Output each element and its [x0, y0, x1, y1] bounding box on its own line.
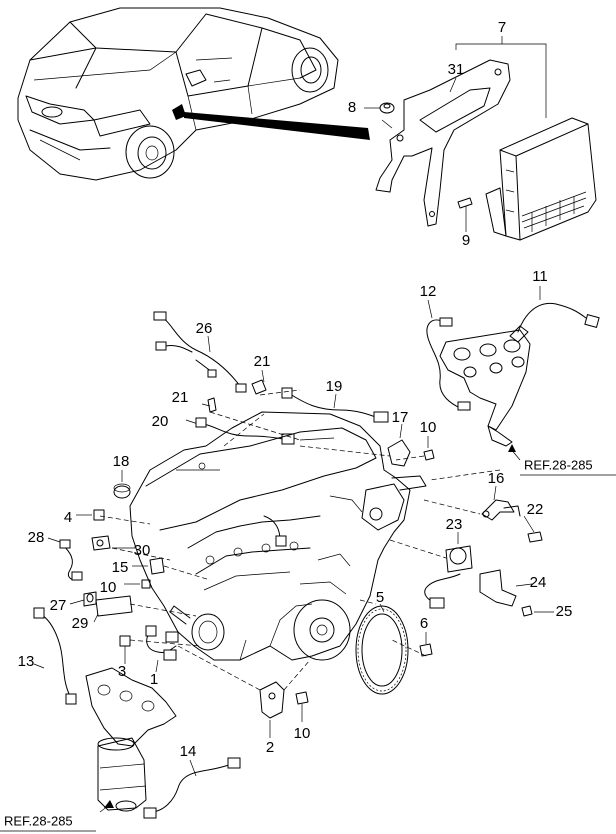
callout-c6: 6	[420, 615, 428, 632]
callout-c12: 12	[420, 283, 437, 300]
callout-c2: 2	[266, 739, 274, 756]
bolt-6	[419, 632, 433, 657]
callout-c1: 1	[150, 671, 158, 688]
callout-c22: 22	[527, 501, 544, 518]
callout-c10c: 10	[294, 725, 311, 742]
callout-c27: 27	[50, 597, 67, 614]
callout-c15: 15	[112, 559, 129, 576]
callout-c8: 8	[348, 99, 356, 116]
callout-c24: 24	[530, 574, 547, 591]
callout-c14: 14	[180, 743, 197, 760]
callout-c18: 18	[113, 453, 130, 470]
left-sensor-group	[47, 509, 165, 623]
lower-exhaust-group	[33, 607, 241, 819]
ecu-assembly	[364, 36, 597, 241]
callout-c10b: 10	[100, 579, 117, 596]
callout-c17: 17	[392, 409, 409, 426]
callout-c9: 9	[462, 232, 470, 249]
callout-c16: 16	[488, 470, 505, 487]
flexplate	[355, 603, 409, 695]
front-sensor-group	[119, 625, 309, 738]
callout-c5: 5	[376, 589, 384, 606]
callout-c20: 20	[152, 413, 169, 430]
engine-block	[129, 411, 427, 661]
callout-c4: 4	[64, 509, 72, 526]
callout-c11: 11	[532, 268, 548, 285]
callout-c29: 29	[72, 615, 89, 632]
callout-c31: 31	[448, 61, 465, 78]
vehicle-illustration	[17, 7, 370, 181]
callout-c28: 28	[28, 529, 45, 546]
callout-c21a: 21	[254, 353, 271, 370]
callout-c3: 3	[118, 663, 126, 680]
callout-c13: 13	[18, 653, 35, 670]
callout-c26: 26	[196, 320, 213, 337]
cap-18	[113, 470, 131, 499]
reference-ref1: REF.28-285	[524, 457, 593, 472]
callout-c19: 19	[326, 378, 343, 395]
right-sensor-group	[424, 485, 554, 617]
callout-c7: 7	[498, 19, 506, 36]
callout-c30: 30	[134, 542, 151, 559]
callout-c23: 23	[446, 516, 463, 533]
callout-c25: 25	[556, 603, 573, 620]
sensor-17	[387, 423, 435, 467]
callout-c21b: 21	[172, 389, 189, 406]
leader-lines	[99, 389, 501, 691]
upper-exhaust-manifold-group	[426, 286, 600, 461]
harness-group	[153, 311, 389, 445]
callout-c10a: 10	[420, 419, 437, 436]
reference-ref2: REF.28-285	[4, 813, 73, 828]
